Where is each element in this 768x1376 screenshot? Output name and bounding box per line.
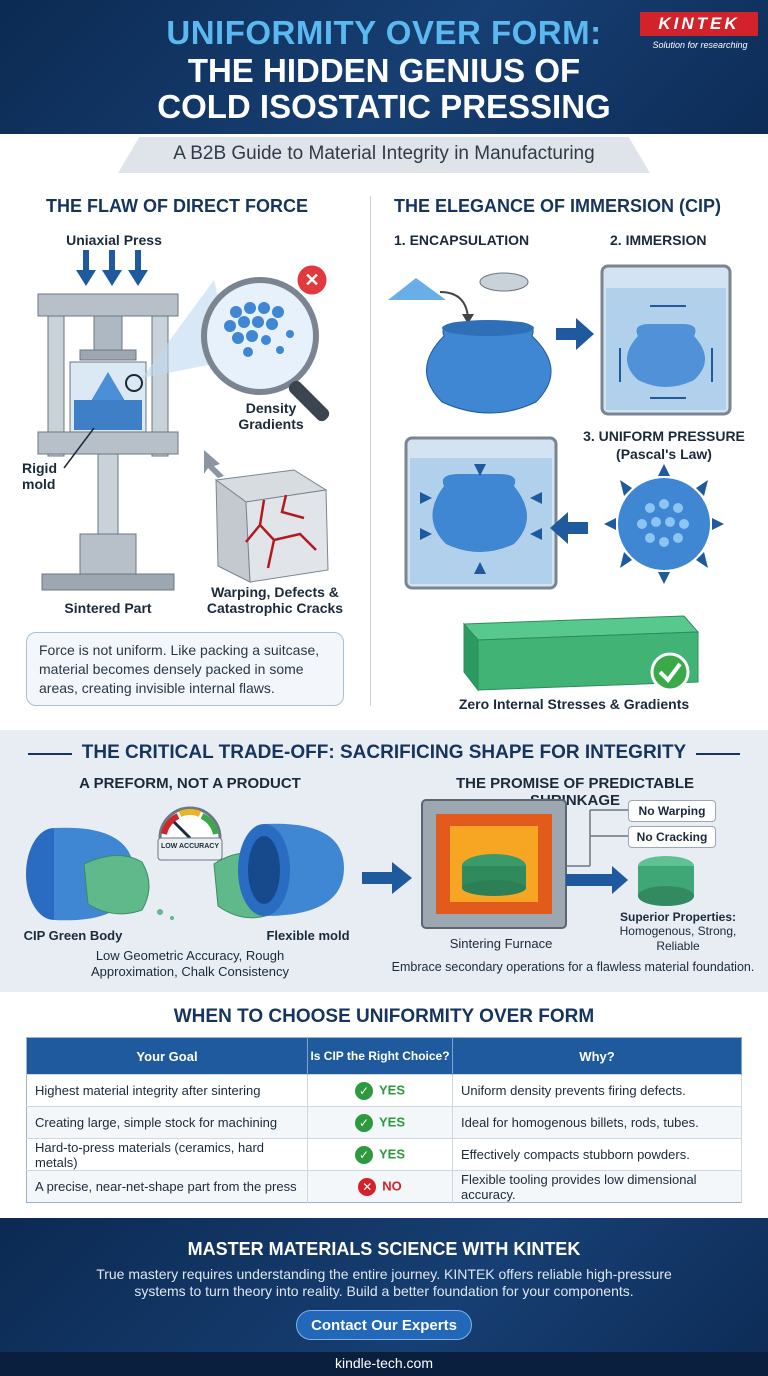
- preform-caption: Low Geometric Accuracy, Rough Approximat…: [91, 948, 289, 979]
- col-choice: Is CIP the Right Choice?: [307, 1037, 453, 1075]
- force-note: Force is not uniform. Like packing a sui…: [26, 632, 344, 706]
- table-header-row: Your Goal Is CIP the Right Choice? Why?: [26, 1037, 742, 1075]
- tradeoff-arrow: [362, 862, 412, 894]
- sintered-part-label: Sintered Part: [64, 600, 152, 616]
- why-cell: Uniform density prevents firing defects.: [452, 1074, 742, 1107]
- zero-stress-label: Zero Internal Stresses & Gradients: [458, 696, 690, 712]
- check-icon: ✓: [354, 1145, 373, 1164]
- step-immersion: 2. IMMERSION: [610, 232, 707, 248]
- tag-no-warping: No Warping: [628, 800, 716, 822]
- tag-no-cracking: No Cracking: [628, 826, 716, 848]
- heading-rule-left: [28, 753, 72, 755]
- subtitle-band: [118, 137, 650, 173]
- goal-cell: Creating large, simple stock for machini…: [26, 1106, 308, 1139]
- why-cell: Flexible tooling provides low dimensiona…: [452, 1170, 742, 1203]
- table-row: Hard-to-press materials (ceramics, hard …: [26, 1138, 742, 1171]
- density-label: Density Gradients: [238, 400, 304, 432]
- title-line-1: UNIFORMITY OVER FORM:: [166, 14, 602, 51]
- cip-process-illustration: [388, 264, 732, 692]
- goal-cell: A precise, near-net-shape part from the …: [26, 1170, 308, 1203]
- col-goal: Your Goal: [26, 1037, 308, 1075]
- panel-divider: [370, 196, 371, 706]
- goal-cell: Highest material integrity after sinteri…: [26, 1074, 308, 1107]
- subtitle: A B2B Guide to Material Integrity in Man…: [173, 143, 595, 164]
- title-line-2: THE HIDDEN GENIUS OF: [187, 52, 581, 89]
- goal-cell: Hard-to-press materials (ceramics, hard …: [26, 1138, 308, 1171]
- choice-cell: ✓YES: [307, 1138, 453, 1171]
- table-row: Highest material integrity after sinteri…: [26, 1074, 742, 1107]
- table-row: A precise, near-net-shape part from the …: [26, 1170, 742, 1203]
- press-illustration: ✕: [37, 250, 330, 591]
- check-icon: ✓: [354, 1081, 373, 1100]
- footer-text: True mastery requires understanding the …: [96, 1266, 672, 1299]
- table-row: Creating large, simple stock for machini…: [26, 1106, 742, 1139]
- footer-heading: MASTER MATERIALS SCIENCE WITH KINTEK: [187, 1239, 581, 1259]
- col-why: Why?: [452, 1037, 742, 1075]
- furnace-illustration: [421, 799, 694, 929]
- table-heading: WHEN TO CHOOSE UNIFORMITY OVER FORM: [173, 1006, 595, 1027]
- pascals-law: (Pascal's Law): [616, 446, 712, 462]
- press-label: Uniaxial Press: [66, 232, 162, 248]
- cracks-label: Warping, Defects & Catastrophic Cracks: [206, 584, 344, 616]
- right-heading: THE ELEGANCE OF IMMERSION (CIP): [394, 196, 722, 216]
- left-heading: THE FLAW OF DIRECT FORCE: [46, 196, 308, 216]
- gauge-label: LOW ACCURACY: [160, 843, 220, 850]
- kintek-logo: KINTEK: [640, 12, 758, 36]
- site-url-link[interactable]: kindle-tech.com: [334, 1355, 434, 1371]
- svg-text:✕: ✕: [304, 270, 319, 290]
- choice-cell: ✕NO: [307, 1170, 453, 1203]
- heading-rule-right: [696, 753, 740, 755]
- choice-cell: ✓YES: [307, 1074, 453, 1107]
- title-line-3: COLD ISOSTATIC PRESSING: [157, 88, 611, 125]
- why-cell: Ideal for homogenous billets, rods, tube…: [452, 1106, 742, 1139]
- furnace-label: Sintering Furnace: [449, 936, 553, 951]
- step-encapsulation: 1. ENCAPSULATION: [394, 232, 530, 248]
- url-bar: [0, 1352, 768, 1376]
- choice-cell: ✓YES: [307, 1106, 453, 1139]
- step-uniform-pressure: 3. UNIFORM PRESSURE: [583, 428, 745, 444]
- cross-icon: ✕: [358, 1177, 377, 1196]
- props-text: Homogenous, Strong, Reliable: [619, 924, 737, 953]
- green-body-label: CIP Green Body: [23, 928, 123, 943]
- flexible-mold-label: Flexible mold: [266, 928, 350, 943]
- contact-experts-button[interactable]: Contact Our Experts: [296, 1310, 472, 1340]
- why-cell: Effectively compacts stubborn powders.: [452, 1138, 742, 1171]
- decision-table: Your Goal Is CIP the Right Choice? Why? …: [26, 1037, 742, 1203]
- logo-tagline: Solution for researching: [652, 40, 748, 50]
- preform-illustration: [26, 806, 344, 921]
- embrace-text: Embrace secondary operations for a flawl…: [391, 960, 755, 974]
- props-title: Superior Properties:: [619, 910, 737, 924]
- preform-heading: A PREFORM, NOT A PRODUCT: [79, 775, 301, 792]
- mold-label: Rigid mold: [22, 460, 57, 492]
- check-icon: ✓: [354, 1113, 373, 1132]
- tradeoff-heading: THE CRITICAL TRADE-OFF: SACRIFICING SHAP…: [81, 742, 687, 763]
